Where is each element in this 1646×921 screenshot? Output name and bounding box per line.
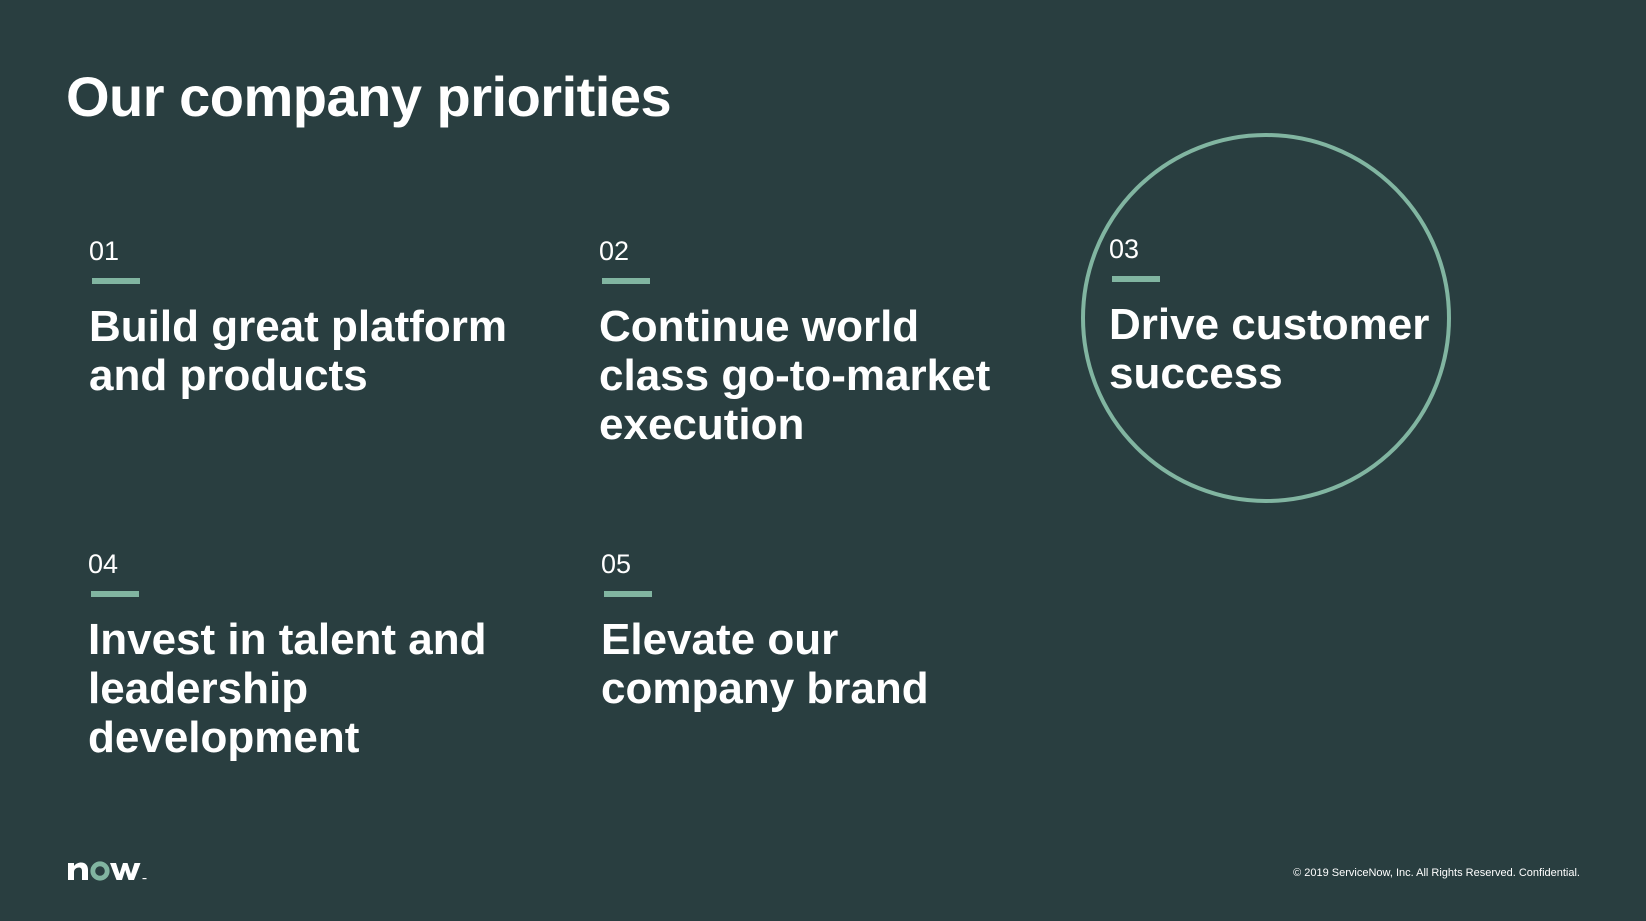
priority-item: 01 Build great platform and products <box>89 236 529 401</box>
accent-bar <box>91 591 139 597</box>
priority-text: Drive customer success <box>1109 300 1430 398</box>
priority-text: Build great platform and products <box>89 302 508 400</box>
priority-number: 01 <box>89 236 120 266</box>
slide-title: Our company priorities <box>66 65 672 128</box>
highlight-circle <box>1081 133 1451 503</box>
priority-item: 04 Invest in talent and leadership devel… <box>88 549 528 763</box>
priority-number: 03 <box>1109 234 1140 264</box>
priority-number: 04 <box>88 549 119 579</box>
accent-bar <box>1112 276 1160 282</box>
priority-item: 05 Elevate our company brand <box>601 549 1041 714</box>
priority-number: 05 <box>601 549 632 579</box>
accent-bar <box>602 278 650 284</box>
copyright-text: © 2019 ServiceNow, Inc. All Rights Reser… <box>1293 867 1580 879</box>
priority-text: Continue world class go-to-market execut… <box>599 302 991 449</box>
servicenow-logo <box>66 850 150 882</box>
priority-text: Invest in talent and leadership developm… <box>88 615 487 762</box>
priority-text: Elevate our company brand <box>601 615 929 713</box>
accent-bar <box>92 278 140 284</box>
priority-item-highlighted: 03 Drive customer success <box>1109 234 1459 399</box>
accent-bar <box>604 591 652 597</box>
priority-item: 02 Continue world class go-to-market exe… <box>599 236 1039 450</box>
now-logo-icon <box>68 861 147 881</box>
priority-number: 02 <box>599 236 630 266</box>
